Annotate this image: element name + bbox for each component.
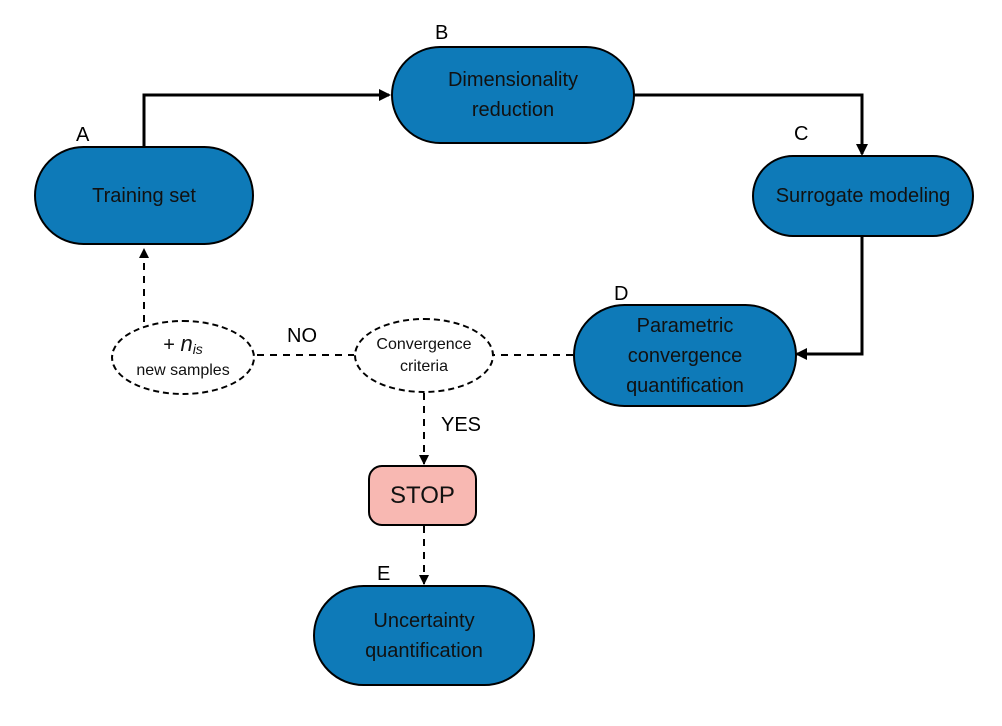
parametric-line3: quantification (626, 374, 744, 397)
dimred-line1: Dimensionality (447, 69, 579, 91)
uncertainty-line1: Uncertainty (373, 609, 475, 632)
stop-text: STOP (390, 481, 455, 509)
uncertainty-line2: quantification (365, 639, 483, 662)
convergence-criteria-node: Convergence criteria (354, 318, 494, 393)
label-c: C (794, 123, 809, 145)
new-samples-subscript: is (192, 341, 203, 357)
label-b: B (435, 22, 449, 44)
new-samples-plus: + (163, 334, 181, 356)
parametric-line1: Parametric (636, 314, 734, 337)
new-samples-line2: new samples (136, 362, 230, 379)
label-e: E (377, 563, 391, 585)
arrow-training-to-dimred (142, 89, 391, 146)
surrogate-modeling-node: Surrogate modeling (752, 155, 974, 237)
uncertainty-quantification-node: Uncertainty quantification (313, 585, 535, 686)
convergence-line2: criteria (399, 357, 448, 375)
new-samples-n: n (180, 331, 193, 356)
new-samples-node: + nis new samples (111, 320, 255, 395)
label-d: D (614, 283, 629, 305)
stop-node: STOP (368, 465, 477, 526)
dimensionality-reduction-node: Dimensionality reduction (391, 46, 635, 144)
dimred-line2: reduction (471, 99, 555, 121)
surrogate-text: Surrogate modeling (775, 185, 951, 207)
training-set-text: Training set (92, 184, 196, 207)
parametric-line2: convergence (627, 344, 743, 367)
convergence-line1: Convergence (376, 335, 472, 353)
parametric-convergence-node: Parametric convergence quantification (573, 304, 797, 407)
arrow-surrogate-to-parametric (795, 236, 864, 360)
label-yes: YES (441, 414, 482, 436)
label-a: A (76, 124, 90, 146)
training-set-node: Training set (34, 146, 254, 245)
arrow-dimred-to-surrogate (634, 93, 868, 156)
label-no: NO (287, 325, 317, 347)
